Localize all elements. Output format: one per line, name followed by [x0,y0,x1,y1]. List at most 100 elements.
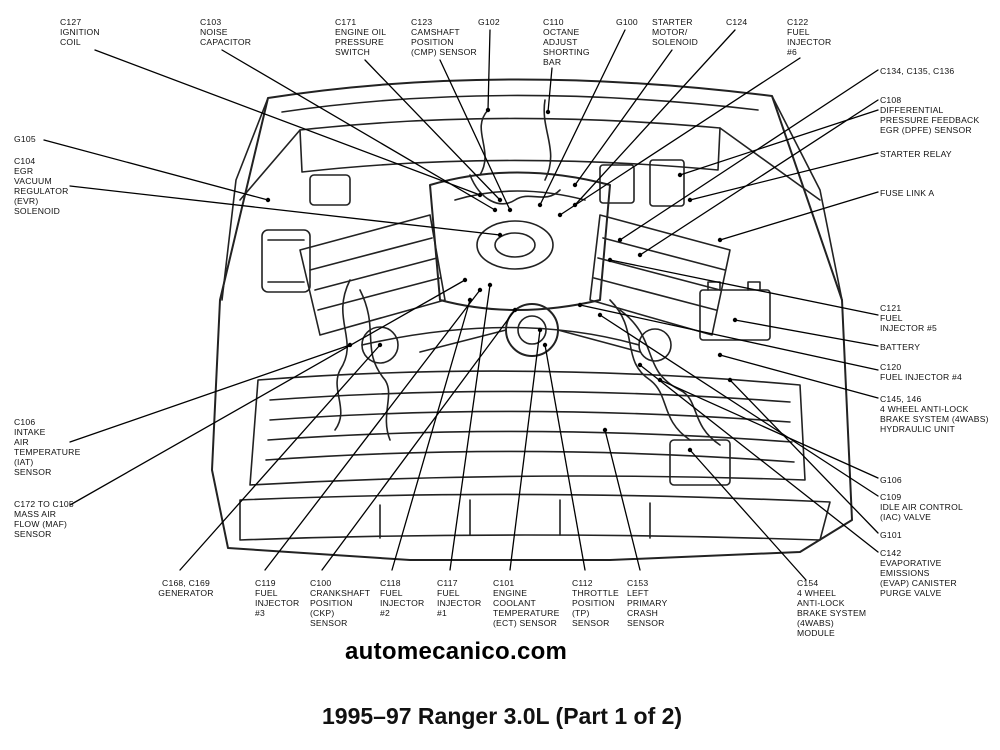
label-starter-relay: STARTER RELAY [880,149,952,159]
leader-endpoint-c171 [497,197,503,203]
leader-endpoint-g102 [485,107,491,113]
leader-endpoint-c154 [687,447,693,453]
leader-endpoint-g105 [265,197,271,203]
leader-line-c145 [719,354,879,399]
leader-line-g100 [539,29,626,206]
leader-endpoint-c112 [542,342,548,348]
leader-endpoint-g101 [727,377,733,383]
leader-line-c123 [439,59,511,211]
label-fuse-link-a: FUSE LINK A [880,188,935,198]
label-battery: BATTERY [880,342,921,352]
leader-endpoint-c123 [507,207,513,213]
leader-line-c121 [609,259,879,316]
leader-endpoint-c172 [462,277,468,283]
label-g101: G101 [880,530,902,540]
leader-line-c103 [221,49,496,211]
leader-endpoint-c124 [572,202,578,208]
leader-endpoint-c145 [717,352,723,358]
label-g105: G105 [14,134,36,144]
leader-endpoint-g106 [657,377,663,383]
leader-line-g106 [659,379,879,479]
leader-line-c104 [69,185,501,236]
leader-line-starter_relay [689,152,879,201]
leader-line-c109 [599,314,879,497]
leader-line-c134 [619,69,879,241]
leader-endpoint-c119 [477,287,483,293]
leader-line-c120 [579,304,879,371]
leader-endpoint-c122 [557,212,563,218]
leader-line-c168 [179,344,381,571]
leader-line-c119 [264,289,481,571]
leader-endpoint-c108 [637,252,643,258]
leader-endpoint-c168 [377,342,383,348]
leader-endpoint-starter_relay [687,197,693,203]
leader-line-c110 [547,67,553,113]
leader-line-c172 [69,279,466,506]
leader-line-c100 [321,309,516,571]
leader-line-c101 [509,329,541,571]
leader-line-c153 [604,429,641,571]
watermark-text: automecanico.com [345,638,568,665]
label-g106: G106 [880,475,902,485]
leader-line-c142 [639,364,879,553]
leader-line-c108b [679,109,879,176]
leader-endpoint-c103 [492,207,498,213]
label-g102: G102 [478,17,500,27]
leader-line-c124 [574,29,736,206]
leader-line-g102 [487,29,491,111]
leader-line-starter [574,49,673,186]
leader-endpoint-g100 [537,202,543,208]
leader-line-g101 [729,379,879,534]
label-c134-c135-c136: C134, C135, C136 [880,66,955,76]
leader-line-c117 [449,284,491,571]
leader-line-c108 [639,99,879,256]
leader-line-c118 [391,299,471,571]
leader-endpoint-c100 [512,307,518,313]
leader-endpoint-starter [572,182,578,188]
leader-endpoint-c127 [477,192,483,198]
label-g100: G100 [616,17,638,27]
leader-endpoint-c142 [637,362,643,368]
leader-endpoint-c101 [537,327,543,333]
leader-endpoint-c109 [597,312,603,318]
leader-endpoint-c153 [602,427,608,433]
leader-endpoint-c110 [545,109,551,115]
leader-endpoint-c104 [497,232,503,238]
leader-endpoint-battery [732,317,738,323]
leader-line-c106 [69,344,351,443]
leader-line-c171 [364,59,501,201]
leader-endpoint-c118 [467,297,473,303]
leader-line-c127 [94,49,481,196]
leader-line-battery [734,319,879,347]
leader-line-c154 [689,449,807,581]
leader-line-c122 [559,57,801,216]
leader-line-c112 [544,344,586,571]
leader-endpoint-c120 [577,302,583,308]
diagram-title: 1995–97 Ranger 3.0L (Part 1 of 2) [322,703,683,729]
leader-endpoint-c134 [617,237,623,243]
